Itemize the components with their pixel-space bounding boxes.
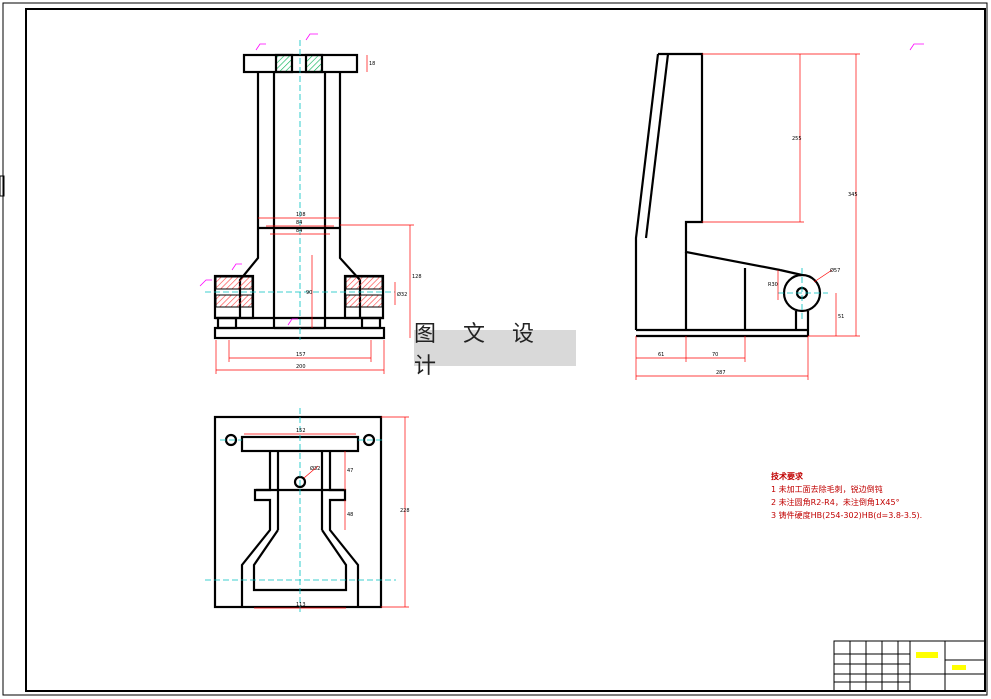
front-view (213, 53, 386, 340)
technical-requirements: 技术要求 1 未加工面去除毛刺，锐边倒钝 2 未注圆角R2-R4，未注倒角1X4… (771, 470, 922, 522)
technical-requirements-title: 技术要求 (771, 472, 803, 481)
front-centerlines (205, 40, 395, 340)
dim-plan-bottom-w: 113 (296, 602, 306, 608)
front-dim-labels: 108 84 84 157 200 128 90 Ø32 18 (296, 61, 422, 370)
side-dim-labels: 255 345 61 70 287 Ø57 R30 51 (658, 136, 858, 376)
dim-side-base-w2: 70 (712, 352, 718, 358)
dim-front-height-right: 128 (412, 274, 422, 280)
watermark: 图 文 设 计 (414, 322, 576, 379)
dim-side-total-w: 287 (716, 370, 726, 376)
left-marker (0, 175, 5, 197)
title-block-marks (916, 652, 966, 670)
dim-side-hole: Ø57 (830, 267, 840, 274)
dim-side-r: R30 (768, 282, 778, 288)
dim-side-h1: 255 (792, 136, 802, 142)
front-dimensions (215, 55, 414, 374)
dim-front-height-mid: 90 (306, 290, 312, 296)
dim-front-inner-width: 108 (296, 212, 306, 218)
title-block (833, 640, 986, 692)
dim-front-base-total: 200 (296, 364, 306, 370)
plan-dimensions (244, 416, 409, 609)
dim-plan-top-w: 152 (296, 428, 306, 434)
plan-dim-labels: 152 113 228 Ø32 47 48 (296, 428, 410, 608)
dim-side-h-small: 51 (838, 314, 844, 320)
inner-border (25, 8, 986, 692)
dim-plan-hole: Ø32 (310, 465, 320, 472)
requirement-item: 1 未加工面去除毛刺，锐边倒钝 (771, 485, 883, 494)
requirement-item: 3 铸件硬度HB(254-302)HB(d=3.8-3.5). (771, 511, 923, 520)
dim-front-hole: Ø32 (397, 291, 407, 298)
side-view (634, 52, 822, 338)
plan-view (213, 415, 383, 609)
roughness-symbols (199, 33, 924, 326)
dim-side-base-w1: 61 (658, 352, 664, 358)
dim-front-w2: 84 (296, 220, 302, 226)
plan-centerlines (205, 408, 396, 612)
dim-side-total-h: 345 (848, 192, 858, 198)
dim-front-top-thk: 18 (369, 61, 375, 67)
dim-plan-total-h: 228 (400, 508, 410, 514)
dim-front-w3: 84 (296, 228, 302, 234)
dim-front-base-inner: 157 (296, 352, 306, 358)
requirement-item: 2 未注圆角R2-R4，未注倒角1X45° (771, 498, 900, 507)
dim-plan-d2: 48 (347, 512, 353, 518)
side-dimensions (635, 53, 860, 380)
dim-plan-d1: 47 (347, 468, 353, 474)
side-centerlines (778, 268, 828, 320)
